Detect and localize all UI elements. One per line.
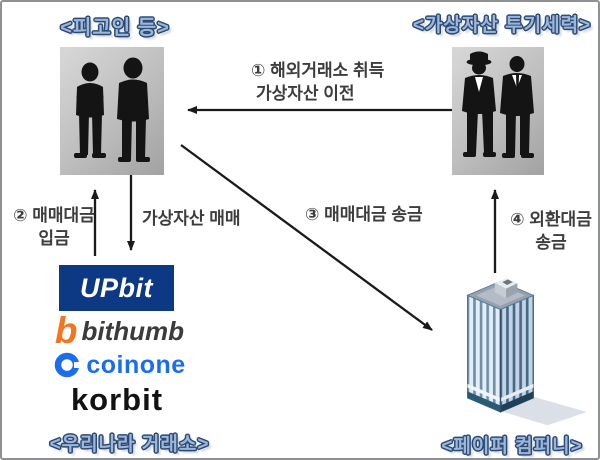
label-flow4-line2: 송금: [535, 233, 567, 252]
label-flow4-line1: ④ 외환대금: [510, 210, 592, 229]
title-speculators: <가상자산 투기세력>: [412, 15, 592, 36]
korbit-logo: korbit: [57, 381, 177, 419]
label-trade: 가상자산 매매: [142, 209, 241, 228]
label-flow2-line1: ② 매매대금: [13, 206, 95, 225]
label-flow1-line1: ① 해외거래소 취득: [251, 61, 385, 80]
label-flow3: ③ 매매대금 송금: [305, 205, 423, 224]
arrow-flow3: [180, 144, 433, 331]
upbit-logo: UPbit: [59, 265, 174, 311]
label-flow2: ② 매매대금 입금: [6, 204, 102, 250]
coinone-logo-text: coinone: [86, 350, 186, 379]
speculators-figure-box: [452, 47, 544, 175]
title-korean-exchanges: <우리나라 거래소>: [49, 434, 210, 455]
bithumb-logo-text: bithumb: [81, 315, 185, 346]
building-shadow: [500, 397, 588, 426]
upbit-logo-text: UPbit: [80, 272, 153, 303]
two-businessmen-silhouette-icon: [462, 51, 534, 158]
defendants-figure-box: [60, 47, 164, 175]
label-flow4: ④ 외환대금 송금: [502, 208, 598, 254]
title-paper-company: <페이퍼 컴퍼니>: [441, 436, 583, 457]
label-flow1-line2: 가상자산 이전: [256, 84, 355, 103]
two-person-silhouette-icon: [74, 57, 150, 162]
bithumb-b-icon: b: [54, 310, 78, 351]
office-building-icon: [466, 278, 588, 426]
title-defendants: <피고인 등>: [60, 17, 170, 39]
label-flow2-line2: 입금: [38, 229, 70, 248]
bithumb-logo: b bithumb: [52, 312, 187, 350]
coinone-logo: coinone: [54, 350, 186, 380]
coinone-ring-icon: [55, 352, 81, 378]
korbit-logo-text: korbit: [70, 382, 164, 417]
label-flow1: ① 해외거래소 취득 가상자산 이전: [251, 59, 426, 105]
